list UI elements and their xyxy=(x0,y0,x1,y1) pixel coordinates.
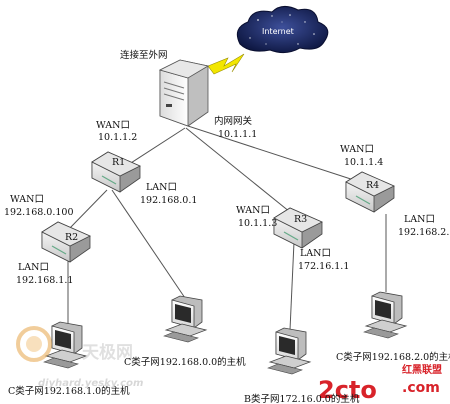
link-gateway-r3 xyxy=(185,127,291,213)
connection-lines xyxy=(67,125,387,331)
brand-cn: 红黑联盟 xyxy=(402,363,442,376)
router-r4-name: R4 xyxy=(366,180,379,191)
router-r3-name: R3 xyxy=(294,214,307,225)
r3-lan-label: LAN口 xyxy=(300,248,331,259)
host-r2-computer-icon xyxy=(43,321,88,369)
r2-lan-label: LAN口 xyxy=(18,262,49,273)
r3-lan-ip: 172.16.1.1 xyxy=(298,261,349,272)
link-r3-host xyxy=(289,241,295,331)
host-r4-computer-icon xyxy=(363,291,408,339)
r2-lan-ip: 192.168.1.1 xyxy=(16,275,73,286)
router-r3-icon: R3 xyxy=(273,207,323,249)
watermark-site: diyhard.yesky.com xyxy=(38,378,143,389)
host-r1-label: C类子网192.168.0.0的主机 xyxy=(124,356,246,368)
host-r3-computer-icon xyxy=(267,327,312,375)
host-r1-computer-icon xyxy=(163,295,208,343)
router-r2-icon: R2 xyxy=(41,221,91,263)
host-r2-label: C类子网192.168.1.0的主机 xyxy=(8,385,130,397)
router-r1-icon: R1 xyxy=(91,151,141,193)
2cto-watermark-logo: 2cto 红黑联盟 .com xyxy=(318,363,442,404)
r2-wan-label: WAN口 xyxy=(10,194,44,205)
router-r4-icon: R4 xyxy=(345,171,395,213)
r4-lan-label: LAN口 xyxy=(404,214,435,225)
lightning-bolt-icon xyxy=(207,53,245,75)
r4-lan-ip: 192.168.2.1 xyxy=(398,227,450,238)
r4-wan-label: WAN口 xyxy=(340,144,374,155)
internet-label: Internet xyxy=(262,27,294,36)
router-r1-name: R1 xyxy=(112,157,125,168)
router-r2-name: R2 xyxy=(65,232,78,243)
gateway-wan-label: WAN口 xyxy=(96,120,130,131)
labels: 连接至外网 WAN口 10.1.1.2 内网网关 10.1.1.1 LAN口 1… xyxy=(4,49,450,404)
r2-wan-ip: 192.168.0.100 xyxy=(4,207,74,218)
internet-cloud: Internet xyxy=(236,6,329,54)
link-gateway-r4 xyxy=(187,125,361,183)
gateway-wan-ip: 10.1.1.2 xyxy=(98,132,137,143)
r1-lan-label: LAN口 xyxy=(146,182,177,193)
yesky-watermark-logo: 天极网 diyhard.yesky.com xyxy=(16,326,143,389)
gateway-inner-title: 内网网关 xyxy=(214,115,253,127)
brand-text: 2cto xyxy=(318,376,377,404)
link-r1-host xyxy=(111,189,186,299)
brand-dot-com: .com xyxy=(402,380,440,396)
r4-wan-ip: 10.1.1.4 xyxy=(344,157,383,168)
gateway-server-icon xyxy=(158,59,210,127)
r3-wan-ip: 10.1.1.3 xyxy=(238,218,277,229)
host-r3-label: B类子网172.16.0.0的主机 xyxy=(244,393,360,404)
link-r1-r2 xyxy=(67,189,108,231)
watermark-cn: 天极网 xyxy=(82,343,133,363)
host-r4-label: C类子网192.168.2.0的主机 xyxy=(336,351,450,363)
r3-wan-label: WAN口 xyxy=(236,205,270,216)
r1-lan-ip: 192.168.0.1 xyxy=(140,195,197,206)
gateway-caption: 连接至外网 xyxy=(120,49,168,61)
gateway-inner-ip: 10.1.1.1 xyxy=(218,129,257,140)
